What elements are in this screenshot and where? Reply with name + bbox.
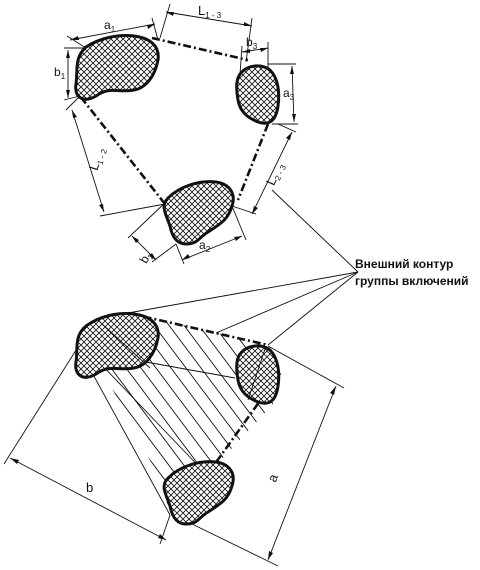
dim-L12: L1 - 2: [65, 95, 166, 217]
top-figure: a1 b1 L1 - 3 b3: [54, 3, 298, 267]
outer-contour-dashed: [127, 311, 269, 476]
inclusion-3: [235, 64, 281, 125]
callout: Внешний контур группы включений: [127, 189, 469, 346]
label-a2: a2: [199, 238, 211, 254]
label-b: b: [86, 480, 93, 495]
bottom-figure: a b: [3, 311, 345, 567]
top-dashed-contour: [78, 36, 270, 205]
bottom-inclusion-1: [74, 312, 160, 379]
inclusion-1: [74, 34, 160, 101]
dim-L13: L1 - 3: [159, 3, 253, 63]
dim-b3: b3: [239, 35, 269, 75]
chord-3: [247, 345, 267, 401]
label-a1: a1: [104, 18, 116, 34]
label-L12: L1 - 2: [86, 145, 110, 173]
dim-a3: a3: [268, 63, 298, 125]
label-L13: L1 - 3: [198, 3, 222, 20]
dim-L23: L2 - 3: [231, 123, 297, 215]
dim-b1: b1: [54, 47, 86, 101]
dim-b: b: [3, 346, 171, 545]
label-b2: b2: [137, 249, 157, 267]
dim-a1: a1: [66, 17, 159, 49]
callout-line-1: Внешний контур: [355, 257, 453, 271]
bottom-inclusion-3: [235, 344, 281, 405]
dim-a2: a2: [175, 205, 247, 265]
label-a3: a3: [283, 86, 295, 102]
chord-1: [99, 321, 151, 369]
label-b1: b1: [54, 65, 66, 81]
inclusion-2: [162, 180, 235, 246]
callout-line-2: группы включений: [355, 274, 469, 288]
label-a: a: [264, 471, 281, 484]
bottom-inclusion-2: [162, 460, 235, 526]
label-b3: b3: [246, 35, 258, 51]
